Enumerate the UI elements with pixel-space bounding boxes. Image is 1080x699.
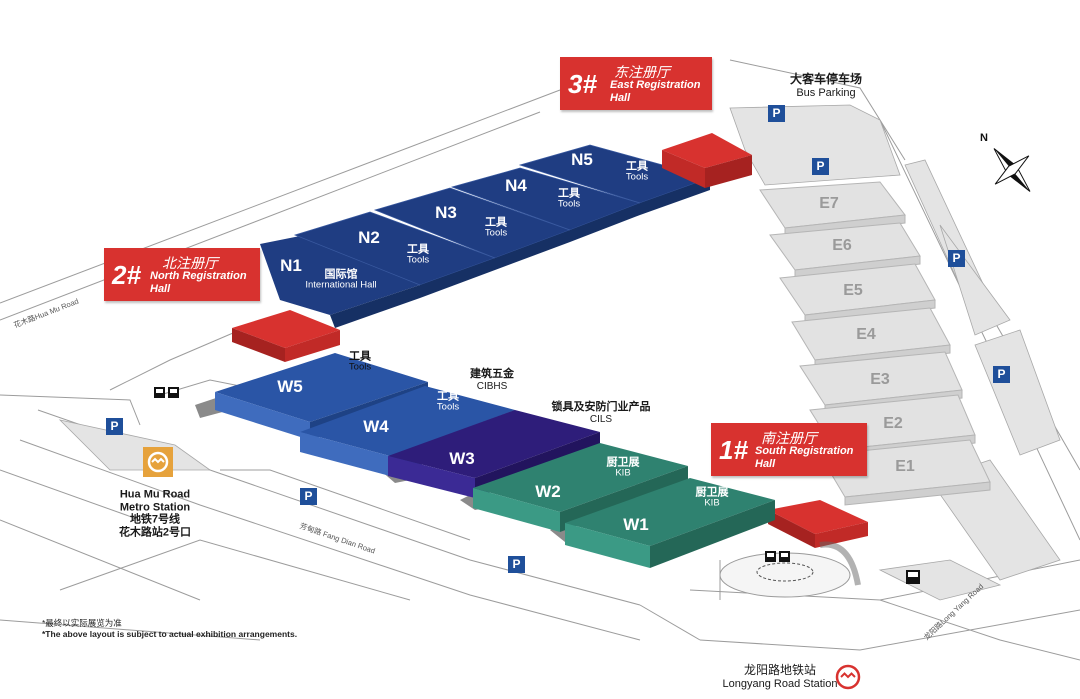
hall-n1	[260, 236, 420, 328]
hall-n5-label: N5	[571, 150, 593, 169]
metro-icon-huamu	[143, 447, 173, 477]
hall-w1-label: W1	[623, 515, 649, 534]
hall-w1	[565, 478, 775, 568]
taxi-bus-icon-plaza	[765, 551, 790, 562]
hall-w3-label: W3	[449, 449, 475, 468]
parking-icon: P	[948, 250, 965, 267]
surrounding-lots	[58, 104, 1061, 601]
north-registration-building	[232, 310, 340, 362]
parking-icon: P	[768, 105, 785, 122]
east-registration-building	[662, 133, 752, 188]
note-en: *The above layout is subject to actual e…	[42, 629, 298, 639]
longyang-metro-label: 龙阳路地铁站 Longyang Road Station	[722, 662, 838, 690]
hall-e7-label: E7	[819, 195, 839, 212]
parking-icon: P	[508, 556, 525, 573]
parking-icon: P	[993, 366, 1010, 383]
hall-w5-label: W5	[277, 377, 303, 396]
hall-w2-label: W2	[535, 482, 561, 501]
hall-e1-label: E1	[895, 458, 915, 475]
huamu-metro-label: Hua Mu Road Metro Station 地铁7号线 花木路站2号口	[118, 488, 192, 539]
parking-icon: P	[106, 418, 123, 435]
taxi-bus-icon-west	[154, 387, 179, 398]
hall-e3-label: E3	[870, 371, 890, 388]
hall-n4-label: N4	[505, 176, 527, 195]
compass-icon	[993, 148, 1031, 192]
south-plaza	[719, 541, 861, 598]
west-halls	[215, 353, 775, 568]
hall-n2-label: N2	[358, 228, 380, 247]
hall-e5-label: E5	[843, 282, 863, 299]
parking-icon: P	[812, 158, 829, 175]
registration-buildings	[232, 133, 868, 548]
metro-icon-longyang	[835, 664, 861, 690]
hall-e6-label: E6	[832, 237, 852, 254]
hall-w4-label: W4	[363, 417, 389, 436]
bus-icon-east	[906, 570, 920, 584]
hall-e6	[769, 222, 921, 279]
hall-n1-label: N1	[280, 256, 302, 275]
parking-icon: P	[300, 488, 317, 505]
compass-north-label: N	[980, 132, 988, 144]
north-halls	[260, 144, 712, 328]
hall-e2-label: E2	[883, 415, 903, 432]
hall-e4-label: E4	[856, 326, 876, 343]
south-registration-building	[768, 500, 868, 548]
note-zh: *最终以实际展览为准	[42, 618, 122, 628]
hall-n3-label: N3	[435, 203, 457, 222]
north-registration-callout: 2# 北注册厅 North Registration Hall	[104, 248, 260, 301]
south-registration-callout: 1# 南注册厅 South Registration Hall	[711, 423, 867, 476]
east-registration-callout: 3# 东注册厅 East Registration Hall	[560, 57, 712, 110]
